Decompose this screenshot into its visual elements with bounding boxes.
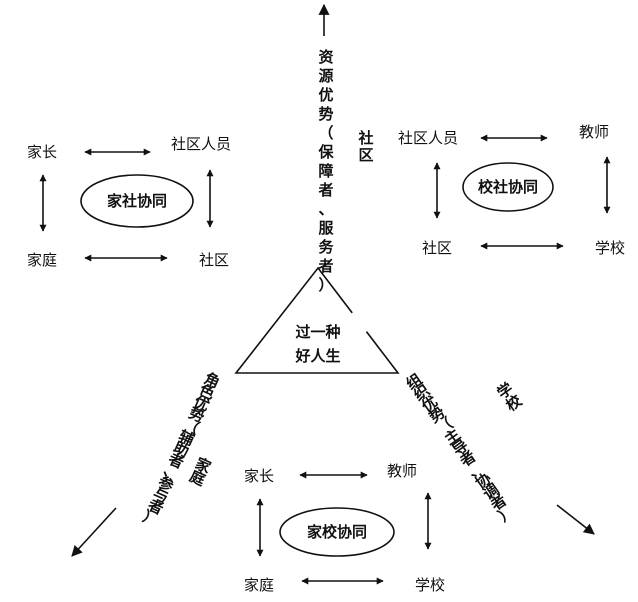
sc-title: 校社协同: [478, 178, 538, 196]
sc-bottom-left: 社区: [422, 239, 452, 257]
group-home-community: 家长 社区人员 家庭 社区 家社协同: [27, 135, 231, 269]
sc-bottom-right: 学校: [595, 239, 625, 257]
group-home-school: 家长 教师 家庭 学校 家校协同: [244, 462, 445, 594]
left-axis-label: 角色优势（辅助者、参与者）: [140, 369, 223, 530]
hs-bottom-left: 家庭: [244, 576, 274, 594]
right-axis-arrow: [556, 504, 595, 535]
right-axis-label: 组织优势（主导者、协调者）: [403, 370, 518, 525]
hc-bottom-right: 社区: [199, 251, 229, 269]
top-axis-label: 资源优势（保障者、服务者）: [317, 48, 334, 294]
triangle-notch: [350, 311, 368, 334]
left-axis-actor: 家庭: [187, 454, 215, 490]
group-school-community: 社区人员 教师 社区 学校 校社协同: [398, 123, 625, 257]
hs-ellipse: [279, 507, 395, 557]
hs-title: 家校协同: [307, 523, 367, 541]
left-axis-arrow: [71, 507, 117, 557]
hc-top-right: 社区人员: [171, 135, 231, 153]
center-line-1: 过一种: [295, 323, 340, 341]
hc-title: 家社协同: [107, 192, 167, 210]
sc-top-left: 社区人员: [398, 129, 458, 147]
sc-ellipse: [462, 162, 554, 212]
hs-bottom-right: 学校: [415, 576, 445, 594]
right-axis-actor: 学校: [494, 379, 526, 415]
hc-ellipse: [80, 174, 194, 228]
hc-top-left: 家长: [27, 143, 57, 161]
top-axis-actor: 社区: [357, 129, 373, 164]
hs-top-left: 家长: [244, 467, 274, 485]
hc-bottom-left: 家庭: [27, 251, 57, 269]
hs-top-right: 教师: [387, 462, 417, 480]
center-line-2: 好人生: [294, 347, 340, 365]
sc-top-right: 教师: [579, 123, 609, 141]
